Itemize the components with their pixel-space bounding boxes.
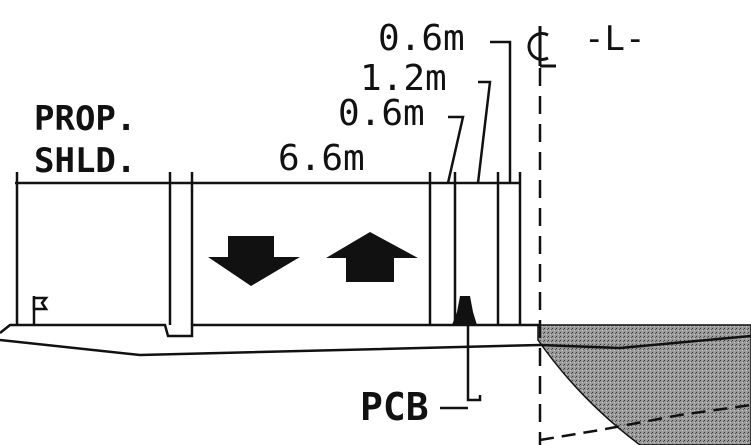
existing-ground-hatch [537,324,751,445]
dim-1.2-label: 1.2m [360,58,447,99]
dimension-lines [15,40,522,325]
centerline-label: CL [533,79,534,80]
dim-inner-0.6-label: 0.6m [338,93,425,134]
alignment-label: -L- [584,19,645,59]
shld-label: SHLD. [34,141,136,181]
centerline-symbol-icon [527,26,556,68]
prop-label: PROP. [34,99,136,139]
dim-6.6-label: 6.6m [278,138,365,179]
arrow-up-icon [326,232,418,282]
dim-outer-0.6-label: 0.6m [378,18,465,59]
flag-icon [32,296,49,325]
concrete-barrier-icon [452,296,477,325]
arrow-down-icon [208,236,300,286]
pcb-label: PCB [360,385,429,429]
